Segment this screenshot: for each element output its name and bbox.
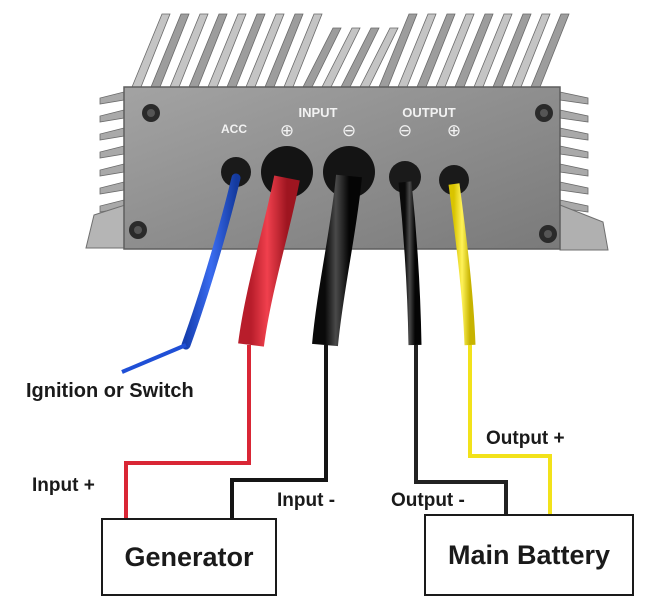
output-negative-grommet [389,161,421,193]
input-positive-symbol: ⊕ [280,121,294,141]
acc-cable [181,173,241,350]
output-positive-symbol: ⊕ [447,121,461,141]
main-battery-box: Main Battery [424,514,634,596]
output-positive-label: Output + [486,428,565,449]
output-positive-grommet [439,165,469,195]
input-negative-cable [312,174,362,347]
heat-sink-fins [99,13,589,213]
heat-sink-fin [99,127,125,141]
heat-sink-fin [559,163,589,177]
heat-sink-fin [99,91,125,105]
generator-box: Generator [101,518,277,596]
output-negative-cable [398,181,422,346]
acc-grommet [221,157,251,187]
heat-sink-fin [559,91,589,105]
heat-sink-fin [99,109,125,123]
heat-sink-fin [99,145,125,159]
output-negative-label: Output - [391,490,465,511]
generator-label: Generator [124,541,254,572]
heat-sink-fin [559,145,589,159]
input-port-label: INPUT [299,105,338,120]
cables [181,173,476,350]
schematic-lines [121,343,552,520]
output-positive-line [468,345,552,516]
heat-sink-fin [530,13,570,88]
input-positive-line [124,345,251,520]
input-positive-cable [238,175,300,347]
heat-sink-fin [99,163,125,177]
heat-sink-fin [559,127,589,141]
output-negative-symbol: ⊖ [398,121,412,141]
output-port-label: OUTPUT [402,105,456,120]
screw-icon [539,225,557,243]
output-negative-line [414,345,508,516]
screw-icon [535,104,553,122]
left-flange [85,204,126,249]
input-negative-label: Input - [277,490,336,511]
screw-icon [129,221,147,239]
input-negative-line [230,345,328,520]
input-negative-symbol: ⊖ [342,121,356,141]
acc-port-label: ACC [221,122,247,136]
heat-sink-fin [559,109,589,123]
heat-sink-fin [559,181,589,195]
ignition-line [121,343,187,374]
main-battery-label: Main Battery [447,539,611,570]
input-positive-label: Input + [32,475,95,496]
ignition-switch-label: Ignition or Switch [26,380,194,402]
heat-sink-fin [99,181,125,195]
screw-icon [142,104,160,122]
output-positive-cable [448,183,476,346]
